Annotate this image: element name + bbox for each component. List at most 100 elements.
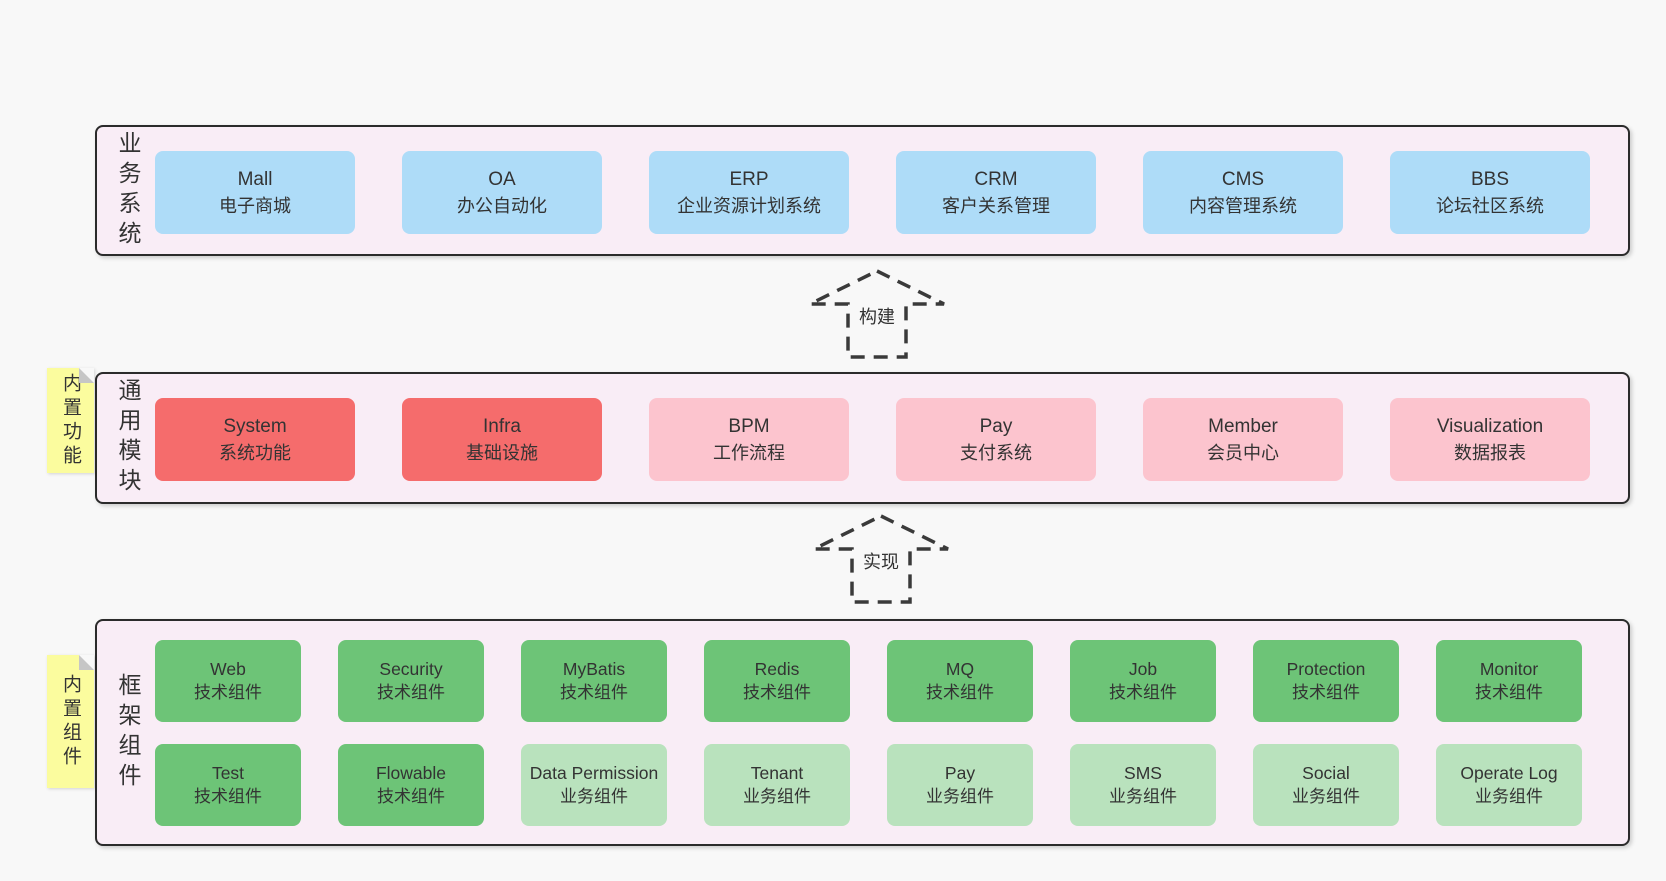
box-mall: Mall 电子商城 bbox=[155, 151, 355, 234]
box-desc: 系统功能 bbox=[219, 442, 291, 463]
box-name: Visualization bbox=[1436, 415, 1544, 437]
dashed-up-arrow-outline bbox=[813, 514, 949, 604]
box-name: Flowable bbox=[375, 763, 447, 783]
arrow-implement-label: 实现 bbox=[863, 552, 899, 572]
box-mq: MQ 技术组件 bbox=[887, 640, 1033, 722]
folded-corner-icon bbox=[79, 655, 94, 670]
box-desc: 工作流程 bbox=[713, 442, 785, 463]
box-mybatis: MyBatis 技术组件 bbox=[521, 640, 667, 722]
box-desc: 业务组件 bbox=[926, 787, 994, 806]
box-desc: 技术组件 bbox=[1109, 683, 1177, 702]
box-desc: 论坛社区系统 bbox=[1436, 195, 1544, 216]
box-name: MQ bbox=[945, 659, 975, 679]
box-crm: CRM 客户关系管理 bbox=[896, 151, 1096, 234]
box-system: System 系统功能 bbox=[155, 398, 355, 481]
box-name: Pay bbox=[979, 415, 1013, 437]
box-name: Infra bbox=[482, 415, 522, 437]
dashed-up-arrow-outline bbox=[809, 269, 945, 359]
box-name: System bbox=[223, 415, 287, 437]
box-desc: 技术组件 bbox=[377, 683, 445, 702]
box-social: Social 业务组件 bbox=[1253, 744, 1399, 826]
business-boxes-row: Mall 电子商城 OA 办公自动化 ERP 企业资源计划系统 CRM 客户关系… bbox=[155, 151, 1590, 234]
box-name: Monitor bbox=[1479, 659, 1539, 679]
modules-boxes-row: System 系统功能 Infra 基础设施 BPM 工作流程 Pay 支付系统… bbox=[155, 398, 1590, 481]
tag-built-in-components: 内置组件 bbox=[47, 655, 94, 788]
box-flowable: Flowable 技术组件 bbox=[338, 744, 484, 826]
box-desc: 办公自动化 bbox=[457, 195, 547, 216]
box-oa: OA 办公自动化 bbox=[402, 151, 602, 234]
box-desc: 技术组件 bbox=[926, 683, 994, 702]
layer-business-systems: 业务系统 Mall 电子商城 OA 办公自动化 ERP 企业资源计划系统 CRM… bbox=[95, 125, 1630, 256]
box-name: Member bbox=[1208, 415, 1278, 437]
tag-built-in-features: 内置功能 bbox=[47, 368, 94, 473]
box-name: Pay bbox=[944, 763, 976, 783]
box-desc: 技术组件 bbox=[377, 787, 445, 806]
box-bpm: BPM 工作流程 bbox=[649, 398, 849, 481]
box-name: Data Permission bbox=[529, 763, 659, 783]
box-name: MyBatis bbox=[562, 659, 626, 679]
layer-framework-components: 框架组件 Web 技术组件 Security 技术组件 MyBatis 技术组件… bbox=[95, 619, 1630, 846]
layer-label-framework-components: 框架组件 bbox=[115, 672, 141, 793]
box-desc: 基础设施 bbox=[466, 442, 538, 463]
box-desc: 企业资源计划系统 bbox=[677, 195, 821, 216]
box-name: ERP bbox=[729, 168, 769, 190]
box-monitor: Monitor 技术组件 bbox=[1436, 640, 1582, 722]
box-member: Member 会员中心 bbox=[1143, 398, 1343, 481]
box-desc: 支付系统 bbox=[960, 442, 1032, 463]
box-name: Social bbox=[1302, 763, 1350, 783]
box-web: Web 技术组件 bbox=[155, 640, 301, 722]
tag-built-in-components-label: 内置组件 bbox=[60, 673, 81, 770]
box-tenant: Tenant 业务组件 bbox=[704, 744, 850, 826]
folded-corner-icon bbox=[79, 368, 94, 383]
box-name: Protection bbox=[1286, 659, 1366, 679]
box-name: Security bbox=[379, 659, 443, 679]
box-desc: 技术组件 bbox=[1292, 683, 1360, 702]
box-desc: 业务组件 bbox=[1475, 787, 1543, 806]
box-desc: 会员中心 bbox=[1207, 442, 1279, 463]
box-desc: 业务组件 bbox=[560, 787, 628, 806]
box-name: BPM bbox=[728, 415, 770, 437]
box-cms: CMS 内容管理系统 bbox=[1143, 151, 1343, 234]
arrow-build-label: 构建 bbox=[859, 307, 895, 327]
box-security: Security 技术组件 bbox=[338, 640, 484, 722]
box-test: Test 技术组件 bbox=[155, 744, 301, 826]
box-sms: SMS 业务组件 bbox=[1070, 744, 1216, 826]
box-redis: Redis 技术组件 bbox=[704, 640, 850, 722]
box-job: Job 技术组件 bbox=[1070, 640, 1216, 722]
layer-label-common-modules: 通用模块 bbox=[115, 378, 141, 498]
box-name: Web bbox=[210, 659, 246, 679]
layer-common-modules: 通用模块 System 系统功能 Infra 基础设施 BPM 工作流程 Pay… bbox=[95, 372, 1630, 504]
box-desc: 技术组件 bbox=[194, 683, 262, 702]
box-pay-component: Pay 业务组件 bbox=[887, 744, 1033, 826]
box-protection: Protection 技术组件 bbox=[1253, 640, 1399, 722]
box-desc: 业务组件 bbox=[743, 787, 811, 806]
box-bbs: BBS 论坛社区系统 bbox=[1390, 151, 1590, 234]
box-desc: 技术组件 bbox=[560, 683, 628, 702]
box-name: BBS bbox=[1470, 168, 1510, 190]
box-desc: 电子商城 bbox=[219, 195, 291, 216]
box-data-permission: Data Permission 业务组件 bbox=[521, 744, 667, 826]
box-name: Tenant bbox=[750, 763, 804, 783]
box-name: Redis bbox=[754, 659, 800, 679]
box-operate-log: Operate Log 业务组件 bbox=[1436, 744, 1582, 826]
box-name: SMS bbox=[1124, 763, 1162, 783]
box-desc: 内容管理系统 bbox=[1189, 195, 1297, 216]
framework-boxes-row-2: Test 技术组件 Flowable 技术组件 Data Permission … bbox=[155, 744, 1582, 826]
box-desc: 业务组件 bbox=[1292, 787, 1360, 806]
framework-boxes-row-1: Web 技术组件 Security 技术组件 MyBatis 技术组件 Redi… bbox=[155, 640, 1582, 722]
box-name: Test bbox=[211, 763, 245, 783]
box-name: CMS bbox=[1221, 168, 1265, 190]
arrow-implement: 实现 bbox=[813, 514, 949, 604]
box-desc: 技术组件 bbox=[1475, 683, 1543, 702]
box-name: Job bbox=[1128, 659, 1158, 679]
layer-label-business-systems: 业务系统 bbox=[115, 130, 141, 251]
box-desc: 业务组件 bbox=[1109, 787, 1177, 806]
box-pay-module: Pay 支付系统 bbox=[896, 398, 1096, 481]
arrow-build: 构建 bbox=[809, 269, 945, 359]
box-name: OA bbox=[488, 168, 516, 190]
box-name: Operate Log bbox=[1460, 763, 1558, 783]
box-name: Mall bbox=[237, 168, 273, 190]
box-desc: 数据报表 bbox=[1454, 442, 1526, 463]
box-desc: 技术组件 bbox=[194, 787, 262, 806]
